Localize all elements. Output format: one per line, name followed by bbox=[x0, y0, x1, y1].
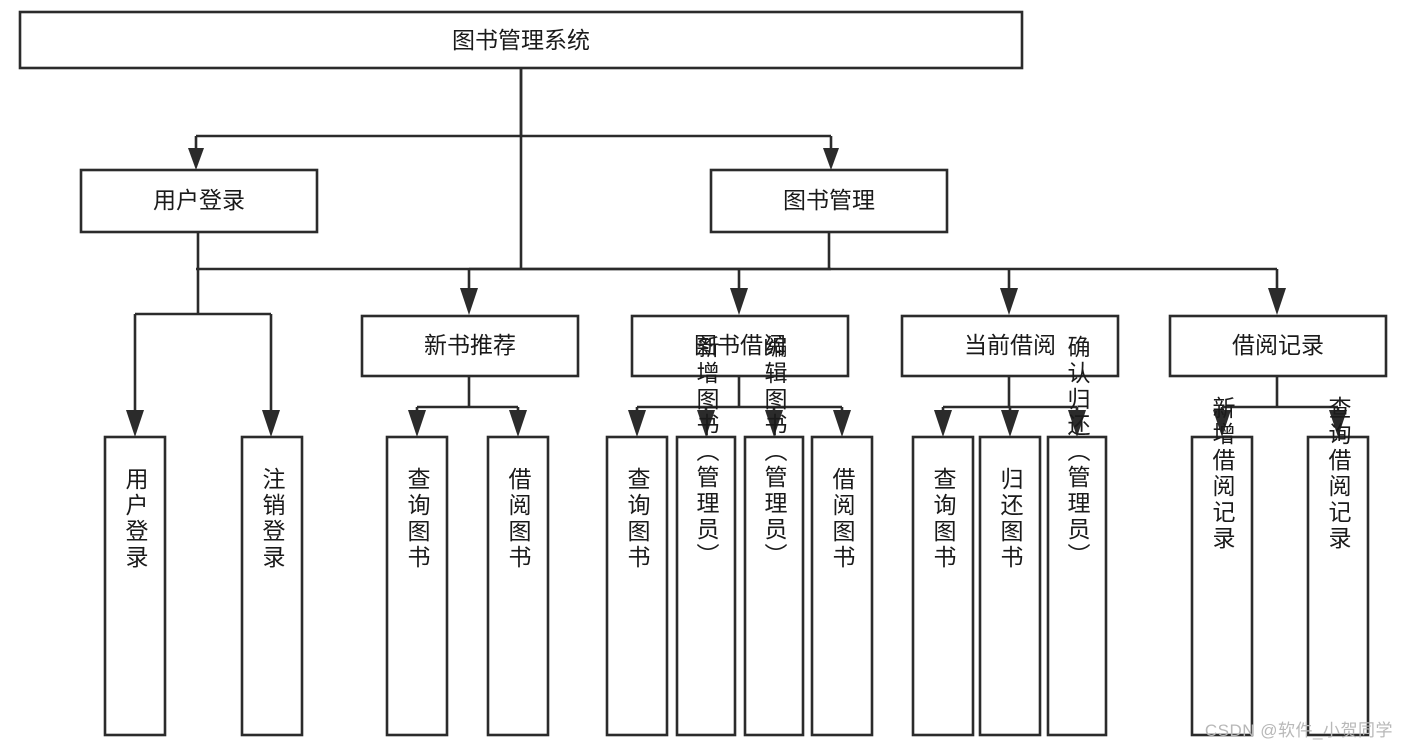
arrow-to-leaf-user-logout bbox=[262, 410, 280, 437]
connector-layer bbox=[126, 68, 1347, 437]
arrow-to-leaf-query-book-1 bbox=[408, 410, 426, 437]
node-root-label: 图书管理系统 bbox=[452, 27, 590, 53]
leaf-borrow-book-1[interactable]: 借阅图书 bbox=[486, 435, 550, 737]
arrow-to-leaf-edit-book bbox=[765, 410, 783, 437]
arrow-to-borrow-record bbox=[1268, 288, 1286, 315]
leaf-confirm-return-box[interactable] bbox=[1046, 435, 1108, 737]
arrow-to-leaf-confirm-return bbox=[1068, 410, 1086, 437]
node-book-borrow-label: 图书借阅 bbox=[694, 332, 786, 358]
arrow-to-leaf-add-record bbox=[1213, 410, 1231, 437]
arrow-to-leaf-query-book-3 bbox=[934, 410, 952, 437]
leaf-user-logout-box[interactable] bbox=[240, 435, 304, 737]
leaf-query-book-2-box[interactable] bbox=[605, 435, 669, 737]
node-new-book-recommend[interactable]: 新书推荐 bbox=[360, 314, 580, 378]
leaf-query-book-3-label: 查询图书 bbox=[930, 467, 957, 571]
arrow-to-leaf-query-book-2 bbox=[628, 410, 646, 437]
arrow-to-current-borrow bbox=[1000, 288, 1018, 315]
leaf-query-book-2[interactable]: 查询图书 bbox=[605, 435, 669, 737]
leaf-add-record-box[interactable] bbox=[1190, 435, 1254, 737]
node-root[interactable]: 图书管理系统 bbox=[18, 10, 1024, 70]
node-current-borrow-box[interactable] bbox=[900, 314, 1120, 378]
leaf-query-book-3[interactable]: 查询图书 bbox=[911, 435, 975, 737]
leaf-user-logout-label: 注销登录 bbox=[259, 467, 286, 571]
leaf-borrow-book-1-label: 借阅图书 bbox=[505, 467, 532, 571]
arrow-to-leaf-borrow-book-1 bbox=[509, 410, 527, 437]
node-book-manage[interactable]: 图书管理 bbox=[709, 168, 949, 234]
leaf-return-book-label: 归还图书 bbox=[997, 467, 1024, 571]
leaf-confirm-return-label: 确认归还（管理员） bbox=[1064, 335, 1091, 569]
leaf-query-book-1-label: 查询图书 bbox=[404, 467, 431, 571]
leaf-edit-book-label: 编辑图书（管理员） bbox=[761, 335, 788, 569]
leaf-return-book[interactable]: 归还图书 bbox=[978, 435, 1042, 737]
leaf-query-book-1[interactable]: 查询图书 bbox=[385, 435, 449, 737]
node-new-book-recommend-label: 新书推荐 bbox=[424, 332, 516, 358]
leaf-query-book-3-box[interactable] bbox=[911, 435, 975, 737]
leaf-add-book-label: 新增图书（管理员） bbox=[693, 335, 720, 569]
leaf-add-record[interactable]: 新增借阅记录 bbox=[1190, 396, 1254, 737]
arrow-to-book-borrow bbox=[730, 288, 748, 315]
leaf-borrow-book-2[interactable]: 借阅图书 bbox=[810, 435, 874, 737]
leaf-add-book[interactable]: 新增图书（管理员） bbox=[675, 335, 737, 737]
leaf-borrow-book-2-box[interactable] bbox=[810, 435, 874, 737]
leaf-edit-book-box[interactable] bbox=[743, 435, 805, 737]
node-user-login-label: 用户登录 bbox=[153, 187, 245, 213]
node-borrow-record-box[interactable] bbox=[1168, 314, 1388, 378]
arrow-to-leaf-return-book bbox=[1001, 410, 1019, 437]
node-current-borrow[interactable]: 当前借阅 bbox=[900, 314, 1120, 378]
node-book-borrow[interactable]: 图书借阅 bbox=[630, 314, 850, 378]
arrow-to-leaf-add-book bbox=[697, 410, 715, 437]
leaf-user-login-box[interactable] bbox=[103, 435, 167, 737]
leaf-user-logout[interactable]: 注销登录 bbox=[240, 435, 304, 737]
leaf-user-login[interactable]: 用户登录 bbox=[103, 435, 167, 737]
node-borrow-record[interactable]: 借阅记录 bbox=[1168, 314, 1388, 378]
node-book-borrow-box[interactable] bbox=[630, 314, 850, 378]
leaf-add-record-label: 新增借阅记录 bbox=[1209, 396, 1236, 552]
leaf-edit-book[interactable]: 编辑图书（管理员） bbox=[743, 335, 805, 737]
node-book-manage-box[interactable] bbox=[709, 168, 949, 234]
leaf-return-book-box[interactable] bbox=[978, 435, 1042, 737]
leaf-borrow-book-2-label: 借阅图书 bbox=[829, 467, 856, 571]
node-root-box[interactable] bbox=[18, 10, 1024, 70]
arrow-to-new-book-recommend bbox=[460, 288, 478, 315]
leaf-query-book-2-label: 查询图书 bbox=[624, 467, 651, 571]
leaf-query-record[interactable]: 查询借阅记录 bbox=[1306, 396, 1370, 737]
node-current-borrow-label: 当前借阅 bbox=[964, 332, 1056, 358]
node-book-manage-label: 图书管理 bbox=[783, 187, 875, 213]
arrow-to-leaf-borrow-book-2 bbox=[833, 410, 851, 437]
leaf-query-record-label: 查询借阅记录 bbox=[1325, 396, 1352, 552]
leaf-borrow-book-1-box[interactable] bbox=[486, 435, 550, 737]
leaf-user-login-label: 用户登录 bbox=[122, 467, 149, 571]
leaf-add-book-box[interactable] bbox=[675, 435, 737, 737]
arrow-to-user-login bbox=[188, 148, 204, 170]
arrow-to-leaf-query-record bbox=[1329, 410, 1347, 437]
arrow-to-leaf-user-login bbox=[126, 410, 144, 437]
node-user-login-box[interactable] bbox=[79, 168, 319, 234]
node-user-login[interactable]: 用户登录 bbox=[79, 168, 319, 234]
leaf-query-record-box[interactable] bbox=[1306, 435, 1370, 737]
node-borrow-record-label: 借阅记录 bbox=[1232, 332, 1324, 358]
leaf-confirm-return[interactable]: 确认归还（管理员） bbox=[1046, 335, 1108, 737]
leaf-query-book-1-box[interactable] bbox=[385, 435, 449, 737]
arrow-to-book-manage bbox=[823, 148, 839, 170]
node-new-book-recommend-box[interactable] bbox=[360, 314, 580, 378]
